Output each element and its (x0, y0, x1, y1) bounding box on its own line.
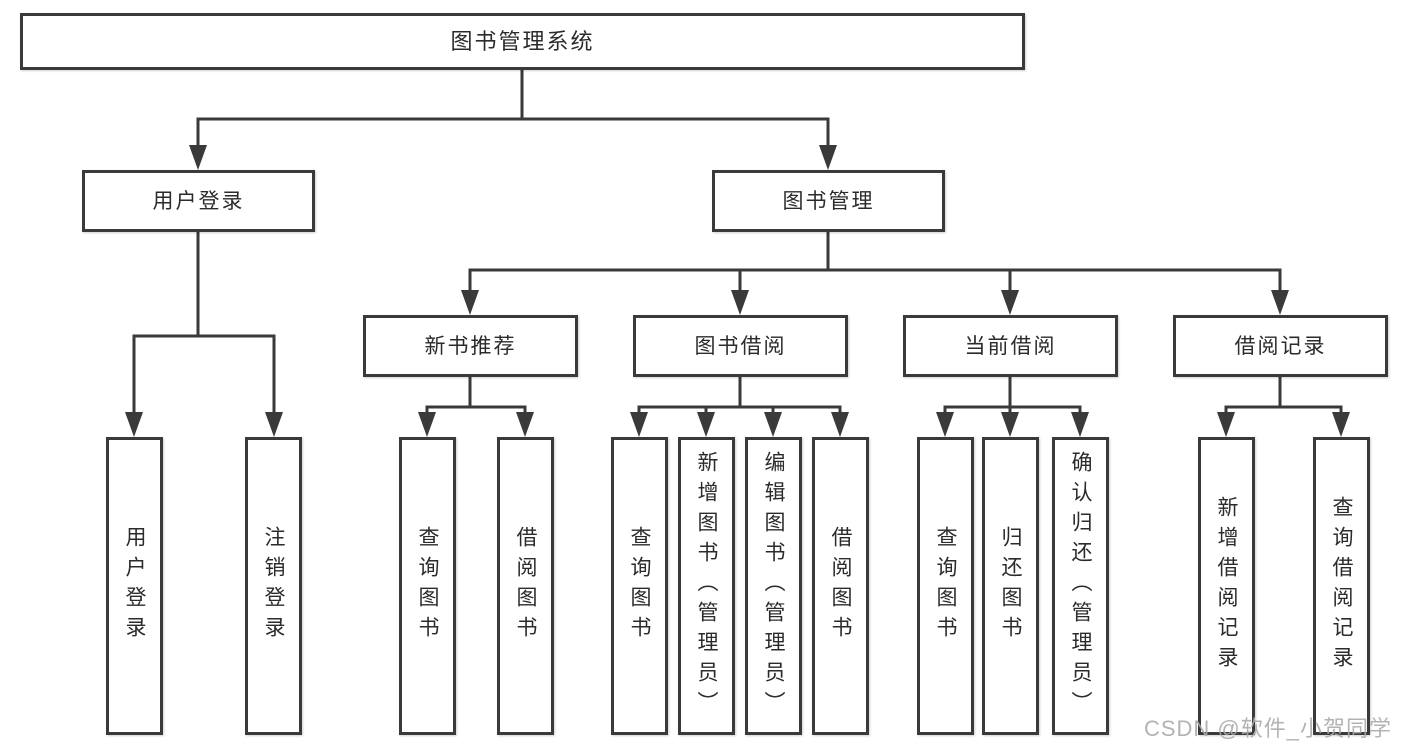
node-user-login-leaf: 用户登录 (106, 437, 163, 735)
arrowhead (125, 412, 143, 437)
node-cb-return-books-label: 归还图书 (999, 526, 1022, 646)
node-book-management-label: 图书管理 (782, 189, 875, 213)
arrowhead (831, 412, 849, 437)
node-library-management-system-label: 图书管理系统 (450, 28, 595, 54)
node-br-add-record: 新增借阅记录 (1198, 437, 1255, 735)
node-new-book-recommend-label: 新书推荐 (424, 334, 517, 358)
arrowhead (819, 145, 837, 170)
arrowhead (1001, 290, 1019, 315)
arrowhead (697, 412, 715, 437)
arrowhead (764, 412, 782, 437)
node-book-borrow: 图书借阅 (633, 315, 848, 377)
node-br-query-record: 查询借阅记录 (1313, 437, 1370, 735)
arrowhead (936, 412, 954, 437)
arrowhead (461, 290, 479, 315)
node-cb-query-books-label: 查询图书 (934, 526, 957, 646)
branch-current-borrow (936, 375, 1089, 437)
node-current-borrow-label: 当前借阅 (964, 334, 1057, 358)
arrowhead (1217, 412, 1235, 437)
node-bb-borrow-books: 借阅图书 (812, 437, 869, 735)
node-bb-query-books-label: 查询图书 (628, 526, 651, 646)
arrowhead (1332, 412, 1350, 437)
node-user-login: 用户登录 (82, 170, 315, 232)
node-bb-add-books-admin-label: 新增图书（管理员） (695, 451, 718, 721)
node-book-borrow-label: 图书借阅 (694, 334, 787, 358)
arrowhead (1071, 412, 1089, 437)
node-borrow-records: 借阅记录 (1173, 315, 1388, 377)
arrowhead (1001, 412, 1019, 437)
csdn-watermark: CSDN @软件_小贺同学 (1143, 716, 1392, 741)
node-nbr-query-books-label: 查询图书 (416, 526, 439, 646)
node-br-add-record-label: 新增借阅记录 (1215, 496, 1238, 676)
branch-new-book-recommend (418, 375, 534, 437)
arrowhead (1271, 290, 1289, 315)
arrowhead (418, 412, 436, 437)
node-bb-add-books-admin: 新增图书（管理员） (678, 437, 735, 735)
node-bb-query-books: 查询图书 (611, 437, 668, 735)
branch-root (189, 68, 837, 170)
arrowhead (265, 412, 283, 437)
branch-borrow-records (1217, 375, 1350, 437)
node-br-query-record-label: 查询借阅记录 (1330, 496, 1353, 676)
node-user-login-leaf-label: 用户登录 (123, 526, 146, 646)
node-new-book-recommend: 新书推荐 (363, 315, 578, 377)
branch-user-login (125, 230, 283, 437)
arrowhead (189, 145, 207, 170)
arrowhead (516, 412, 534, 437)
node-nbr-borrow-books-label: 借阅图书 (514, 526, 537, 646)
node-cb-return-books: 归还图书 (982, 437, 1039, 735)
node-bb-edit-books-admin-label: 编辑图书（管理员） (762, 451, 785, 721)
node-logout-label: 注销登录 (262, 526, 285, 646)
node-cb-confirm-return-admin: 确认归还（管理员） (1052, 437, 1109, 735)
branch-book-borrow (630, 375, 849, 437)
arrowhead (630, 412, 648, 437)
node-bb-edit-books-admin: 编辑图书（管理员） (745, 437, 802, 735)
node-user-login-label: 用户登录 (152, 189, 245, 213)
node-current-borrow: 当前借阅 (903, 315, 1118, 377)
arrowhead (731, 290, 749, 315)
node-logout: 注销登录 (245, 437, 302, 735)
node-cb-query-books: 查询图书 (917, 437, 974, 735)
node-nbr-query-books: 查询图书 (399, 437, 456, 735)
node-borrow-records-label: 借阅记录 (1234, 334, 1327, 358)
node-library-management-system: 图书管理系统 (20, 13, 1025, 70)
node-book-management: 图书管理 (712, 170, 945, 232)
node-cb-confirm-return-admin-label: 确认归还（管理员） (1069, 451, 1092, 721)
branch-book-management (461, 230, 1289, 315)
node-nbr-borrow-books: 借阅图书 (497, 437, 554, 735)
node-bb-borrow-books-label: 借阅图书 (829, 526, 852, 646)
